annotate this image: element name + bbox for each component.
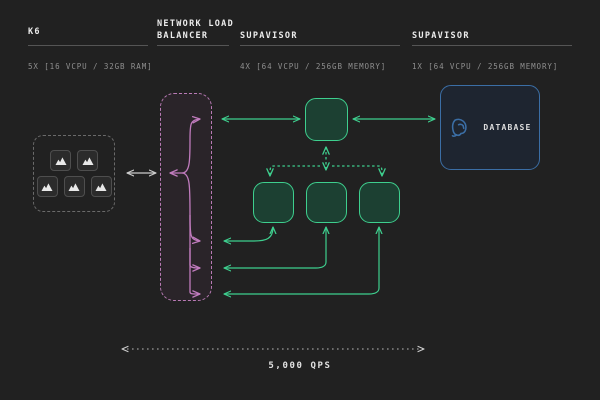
column-rule-supavisor-database — [412, 45, 572, 46]
database-label: DATABASE — [483, 123, 532, 132]
k6-logo-icon — [90, 176, 112, 197]
k6-logo-icon — [63, 176, 85, 197]
supavisor-node-1 — [253, 182, 294, 223]
dotted-link-primary-node-1 — [266, 165, 320, 177]
qps-label: 5,000 QPS — [268, 361, 332, 371]
column-rule-k6 — [28, 45, 148, 46]
postgresql-elephant-icon — [452, 118, 468, 137]
supavisor-node-3 — [359, 182, 400, 223]
column-spec-supavisor-database: 1X [64 VCPU / 256GB MEMORY] — [412, 62, 559, 71]
k6-logo-icon — [36, 176, 58, 197]
column-spec-supavisor-pool: 4X [64 VCPU / 256GB MEMORY] — [240, 62, 387, 71]
k6-cluster-box — [33, 135, 115, 212]
supavisor-node-2 — [306, 182, 347, 223]
database-box: DATABASE — [440, 85, 540, 170]
arrow-node-2-to-lb — [223, 226, 330, 272]
column-header-supavisor-database: SUPAVISOR — [412, 31, 470, 41]
arrow-node-1-to-lb — [223, 226, 277, 245]
k6-icon-row — [36, 176, 112, 197]
dotted-link-primary-node-3 — [332, 165, 386, 177]
column-rule-supavisor-pool — [240, 45, 400, 46]
arrow-node-3-to-lb — [223, 226, 383, 298]
column-header-network-load-balancer: NETWORK LOAD BALANCER — [157, 19, 235, 41]
column-header-k6: K6 — [28, 27, 41, 37]
column-rule-network-load-balancer — [157, 45, 229, 46]
network-load-balancer-box — [160, 93, 212, 301]
column-header-supavisor-pool: SUPAVISOR — [240, 31, 298, 41]
supavisor-node-primary — [305, 98, 348, 141]
k6-logo-icon — [77, 150, 98, 171]
k6-icon-grid — [34, 136, 114, 211]
k6-logo-icon — [50, 150, 71, 171]
k6-icon-row — [50, 150, 98, 171]
column-spec-k6: 5X [16 VCPU / 32GB RAM] — [28, 62, 153, 71]
